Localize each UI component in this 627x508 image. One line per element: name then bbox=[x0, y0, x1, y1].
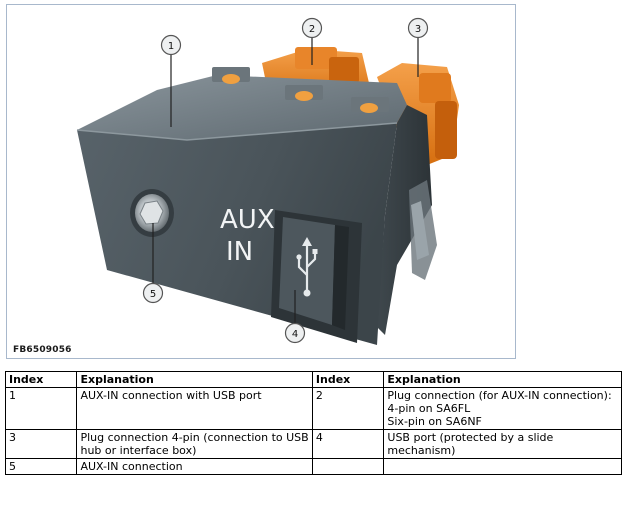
usb-icon bbox=[296, 237, 318, 297]
index-cell: 1 bbox=[4, 387, 78, 430]
explanation-cell: AUX-IN connection bbox=[76, 458, 313, 475]
explanation-cell: Plug connection 4-pin (connection to USB… bbox=[76, 429, 313, 459]
explanation-line: 4-pin on SA6FL bbox=[387, 402, 471, 415]
figure-id: FB6509056 bbox=[13, 345, 72, 355]
housing-top bbox=[77, 75, 407, 140]
explanation-line: Six-pin on SA6NF bbox=[387, 415, 482, 428]
top-pins bbox=[212, 67, 389, 113]
callout-2: 2 bbox=[301, 17, 323, 39]
index-cell bbox=[311, 458, 385, 475]
explanation-cell: Plug connection (for AUX-IN connection):… bbox=[383, 387, 622, 430]
explanation-line: Plug connection 4-pin (connection to USB… bbox=[80, 431, 309, 457]
svg-text:4: 4 bbox=[292, 329, 298, 340]
callout-1: 1 bbox=[160, 34, 182, 56]
table-header-row: Index Explanation Index Explanation bbox=[4, 371, 622, 388]
leader-lines bbox=[152, 37, 419, 323]
svg-text:2: 2 bbox=[309, 24, 315, 35]
svg-text:1: 1 bbox=[168, 41, 174, 52]
explanation-line: AUX-IN connection with USB port bbox=[80, 389, 262, 402]
callout-3: 3 bbox=[407, 17, 429, 39]
svg-text:3: 3 bbox=[415, 24, 421, 35]
explanation-line: AUX-IN connection bbox=[80, 460, 183, 473]
aux-in-module-drawing: AUX IN bbox=[76, 17, 459, 345]
index-cell: 4 bbox=[311, 429, 385, 459]
callout-5: 5 bbox=[142, 282, 164, 304]
explanation-cell: USB port (protected by a slide mechanism… bbox=[383, 429, 622, 459]
index-cell: 5 bbox=[4, 458, 78, 475]
aux-jack bbox=[130, 189, 174, 237]
illustration: AUX IN bbox=[6, 4, 516, 359]
header-explanation: Explanation bbox=[76, 371, 313, 388]
index-cell: 3 bbox=[4, 429, 78, 459]
svg-text:5: 5 bbox=[150, 289, 156, 300]
explanation-cell bbox=[383, 458, 622, 475]
aux-label: AUX bbox=[220, 205, 275, 235]
header-index: Index bbox=[4, 371, 78, 388]
header-index: Index bbox=[311, 371, 385, 388]
explanation-cell: AUX-IN connection with USB port bbox=[76, 387, 313, 430]
in-label: IN bbox=[226, 237, 253, 267]
usb-port bbox=[271, 210, 362, 343]
explanation-line: Plug connection (for AUX-IN connection): bbox=[387, 389, 612, 402]
housing-side bbox=[377, 105, 432, 335]
explanation-line: USB port (protected by a slide mechanism… bbox=[387, 431, 554, 457]
callout-4: 4 bbox=[284, 322, 306, 344]
header-explanation: Explanation bbox=[383, 371, 622, 388]
index-cell: 2 bbox=[311, 387, 385, 430]
